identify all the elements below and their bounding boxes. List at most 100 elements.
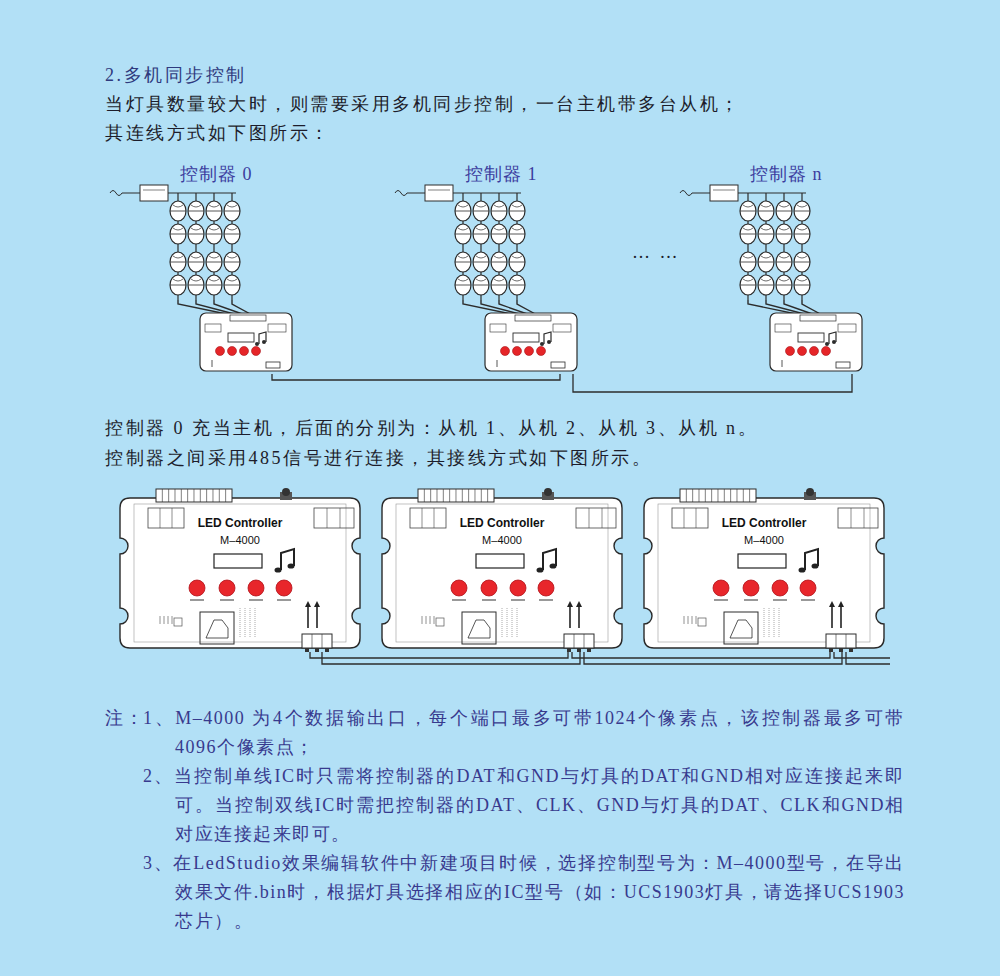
model-text: M–4000: [744, 533, 784, 547]
lamp: [758, 224, 774, 244]
led-controller: LED ControllerM–4000: [642, 488, 886, 652]
lamp: [794, 201, 810, 221]
sd-card: [730, 620, 752, 638]
detail: [764, 608, 765, 638]
display: [228, 333, 254, 342]
lamp: [170, 201, 186, 221]
power-supply-detail: [428, 190, 450, 191]
terminal-divider: [219, 489, 220, 502]
terminal-divider: [424, 489, 425, 502]
lamp-group: [680, 185, 862, 371]
lamp-detail: [512, 256, 522, 258]
terminal-divider: [584, 634, 585, 648]
terminal-box: [775, 324, 791, 332]
button-label-mark: [714, 599, 728, 601]
terminal-box: [576, 508, 616, 528]
terminal-pin: [849, 648, 853, 652]
lamp: [455, 201, 471, 221]
power-cord: [122, 193, 140, 194]
housing-outline: [382, 498, 622, 648]
lamp-detail: [170, 211, 186, 212]
button: [800, 580, 816, 596]
terminal-divider: [698, 489, 699, 502]
button-label-mark: [452, 599, 466, 601]
lamp-detail: [797, 228, 807, 230]
lamp-detail: [761, 228, 771, 230]
lamp-detail: [494, 279, 504, 281]
music-note: [262, 340, 266, 344]
terminal-divider: [193, 489, 194, 502]
lamp-detail: [227, 205, 237, 207]
terminal-divider: [462, 489, 463, 502]
button-label-mark: [773, 599, 787, 601]
terminal-divider: [487, 489, 488, 502]
button-label-mark: [744, 599, 758, 601]
lamp-detail: [491, 211, 507, 212]
lamp-detail: [794, 285, 810, 286]
lamp-detail: [458, 279, 468, 281]
lamp-detail: [458, 228, 468, 230]
lamp: [794, 275, 810, 295]
lamp: [224, 224, 240, 244]
lamp: [740, 201, 756, 221]
terminal-box: [205, 324, 221, 332]
sd-card: [468, 620, 490, 638]
button: [240, 347, 249, 356]
terminal-divider: [705, 489, 706, 502]
music-note: [259, 332, 266, 344]
button-label-mark: [190, 599, 204, 601]
lamp: [740, 275, 756, 295]
controller-label: 控制器 0: [180, 162, 253, 186]
rs485-wire: [272, 374, 560, 380]
detail: [245, 608, 246, 638]
music-note: [281, 549, 294, 570]
terminal-divider: [474, 489, 475, 502]
lamp-detail: [509, 234, 525, 235]
body-text: 其连线方式如下图所示：: [105, 121, 331, 145]
detail: [255, 608, 256, 638]
terminal-divider: [481, 489, 482, 502]
terminal-box: [148, 508, 184, 528]
lamp-detail: [494, 205, 504, 207]
lamp-detail: [455, 262, 471, 263]
music-note: [543, 549, 556, 570]
lamp-detail: [188, 234, 204, 235]
terminal-divider: [743, 489, 744, 502]
lamp-detail: [512, 279, 522, 281]
detail: [779, 608, 780, 638]
lamp-detail: [776, 262, 792, 263]
rs485-wire: [310, 652, 568, 658]
lamp: [509, 252, 525, 272]
detail: [774, 608, 775, 638]
power-supply-detail: [143, 190, 165, 191]
sd-card: [206, 620, 228, 638]
terminal-divider: [686, 489, 687, 502]
lamp: [188, 201, 204, 221]
connector: [310, 652, 580, 664]
controller-housing: [118, 488, 362, 652]
arrow-mark: [838, 601, 844, 607]
lamp-detail: [797, 205, 807, 207]
detail: [172, 616, 173, 624]
lamp-detail: [170, 262, 186, 263]
detail: [782, 360, 783, 367]
detail: [212, 360, 213, 367]
lamp-detail: [740, 211, 756, 212]
controller-small: [485, 313, 577, 371]
lamp-detail: [509, 285, 525, 286]
power-supply: [140, 185, 168, 201]
terminal-485: [266, 362, 280, 368]
housing-outline: [644, 498, 884, 648]
terminal-pin: [577, 648, 581, 652]
button: [248, 580, 264, 596]
lamp-detail: [476, 205, 486, 207]
rs485-wire: [573, 374, 852, 392]
led-controller: LED ControllerM–4000: [118, 488, 362, 652]
controller-small: [200, 313, 292, 371]
lamp: [776, 252, 792, 272]
lamp: [776, 275, 792, 295]
terminal-box: [838, 324, 856, 332]
terminal-divider: [574, 634, 575, 648]
terminal-divider: [692, 489, 693, 502]
terminal-divider: [730, 489, 731, 502]
